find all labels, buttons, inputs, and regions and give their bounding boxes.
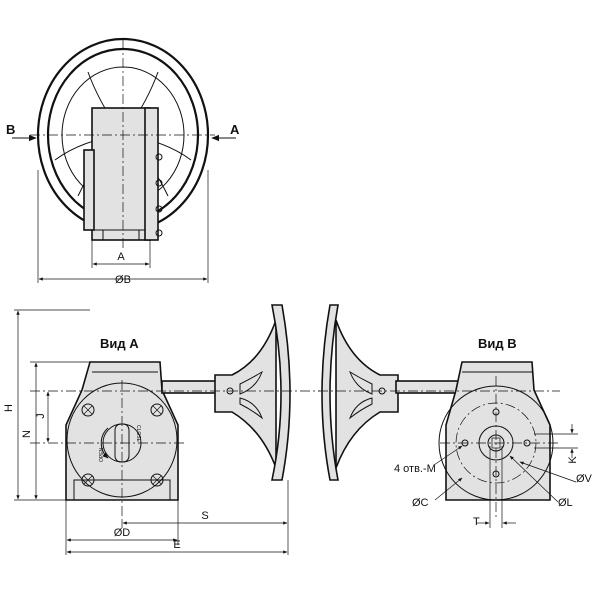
indicator-open-label: OPEN bbox=[99, 447, 105, 462]
bolt-icon bbox=[81, 473, 95, 487]
bolt-icon bbox=[155, 153, 163, 161]
dim-d-label: ØD bbox=[114, 527, 131, 539]
dim-a-label: A bbox=[117, 251, 125, 263]
bolt-icon bbox=[81, 403, 95, 417]
section-arrow-b-label: В bbox=[6, 122, 15, 137]
top-view: В А A ØB bbox=[6, 37, 240, 286]
dim-h-label: H bbox=[3, 404, 15, 412]
bolt-icon bbox=[150, 403, 164, 417]
bolt-icon bbox=[150, 473, 164, 487]
dim-e-label: E bbox=[173, 539, 180, 551]
dim-c-label: ØC bbox=[412, 497, 429, 509]
handwheel-hub-a bbox=[214, 319, 277, 469]
gearbox-top bbox=[83, 107, 163, 241]
handwheel-rim-a bbox=[271, 304, 291, 481]
dim-l-label: ØL bbox=[558, 497, 573, 509]
dim-j-label: J bbox=[35, 413, 47, 419]
section-arrow-a-label: А bbox=[230, 122, 240, 137]
handwheel-rim-b bbox=[321, 304, 339, 481]
bolt-icon bbox=[155, 205, 163, 213]
view-a: Вид А OPEN CLOSE bbox=[3, 304, 320, 555]
dim-s-label: S bbox=[201, 510, 208, 522]
bolt-icon bbox=[155, 229, 163, 237]
bolt-icon bbox=[155, 179, 163, 187]
dim-n-label: N bbox=[21, 430, 33, 438]
view-a-title: Вид А bbox=[100, 336, 139, 351]
handwheel-hub-b bbox=[335, 319, 399, 469]
dim-t-label: T bbox=[473, 516, 480, 528]
gearbox-body-b bbox=[445, 361, 551, 501]
dim-v-label: ØV bbox=[576, 473, 593, 485]
dim-m-label: 4 отв.-M bbox=[394, 463, 436, 475]
dim-k-label: K bbox=[567, 456, 579, 464]
view-b: Вид В 4 отв.-M ØC ØL ØV bbox=[318, 304, 593, 528]
indicator-close-label: CLOSE bbox=[135, 425, 141, 443]
view-b-title: Вид В bbox=[478, 336, 517, 351]
dim-b-label: ØB bbox=[115, 274, 131, 286]
